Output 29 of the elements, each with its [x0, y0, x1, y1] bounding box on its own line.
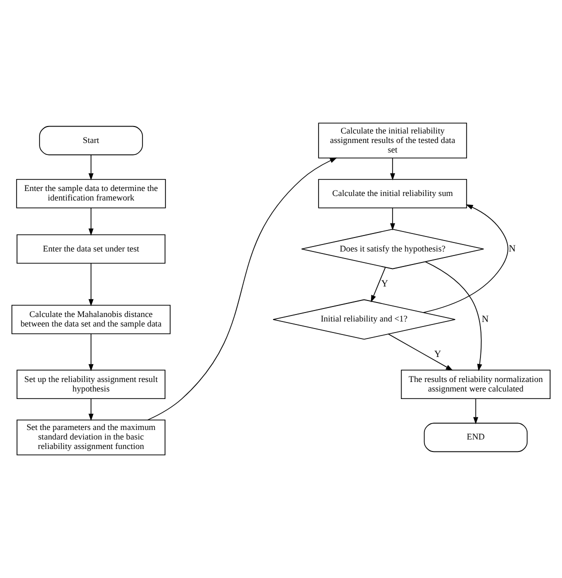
arrow [423, 204, 508, 313]
node-box: Set up the reliability assignment result hypothesis [16, 370, 166, 400]
node-diamond: Initial reliability and <1? [272, 299, 456, 340]
node-box: END [424, 422, 528, 452]
node-box: Start [39, 126, 143, 156]
arrow [390, 158, 396, 180]
node-diamond: Does it satisfy the hypothesis? [301, 228, 484, 270]
arrow [390, 208, 396, 230]
arrow [147, 158, 338, 420]
arrow [473, 398, 478, 424]
arrow [370, 267, 386, 302]
edge-label: Y [381, 280, 388, 290]
arrow [88, 263, 94, 306]
arrow [88, 208, 94, 236]
node-box: Enter the data set under test [16, 234, 166, 264]
node-box: Set the parameters and the maximum standard deviation in the basic reliability assignment function [16, 420, 166, 456]
node-box: Calculate the initial reliability assignment results of the tested data set [318, 122, 468, 158]
node-box: Calculate the initial reliability sum [318, 178, 468, 208]
edge-label: Y [434, 350, 442, 360]
arrow [388, 334, 453, 371]
node-box: Calculate the Mahalanobis distance between the data set and the sample data [11, 304, 171, 334]
edge-label: N [508, 244, 516, 254]
node-box: Enter the sample data to determine the identification framework [16, 178, 166, 208]
arrow [88, 398, 94, 421]
node-box: The results of reliability normalization assignment were calculated [400, 370, 551, 400]
arrow [424, 261, 482, 372]
arrow [88, 154, 94, 180]
arrow [88, 334, 94, 372]
edge-label: N [482, 314, 489, 325]
